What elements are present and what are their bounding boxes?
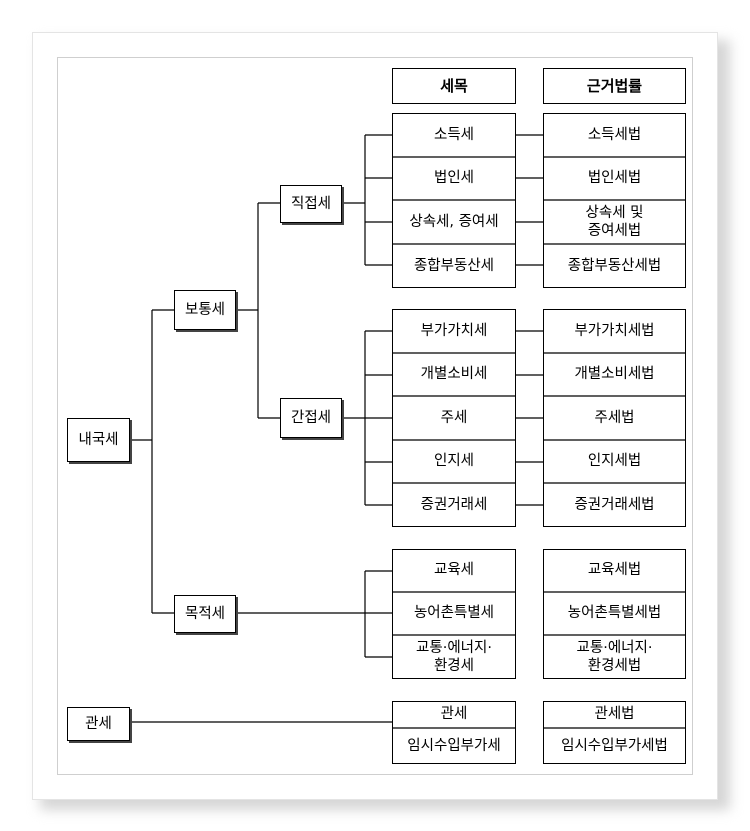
purpose-law-item: 교육세법 bbox=[543, 549, 686, 592]
purpose-law-group bbox=[543, 549, 686, 679]
customs-tax-group bbox=[392, 701, 516, 764]
customs-law-item-label: 임시수입부가세법 bbox=[561, 737, 668, 754]
purpose-law-item-label: 교육세법 bbox=[587, 562, 642, 579]
indirect-law-item: 개별소비세법 bbox=[543, 353, 686, 396]
indirect-tax-item-label: 개별소비세 bbox=[420, 366, 488, 383]
direct-tax-item: 종합부동산세 bbox=[392, 244, 516, 288]
node-domestic-tax: 내국세 bbox=[67, 418, 130, 462]
customs-law-item: 임시수입부가세법 bbox=[543, 728, 686, 764]
indirect-law-item: 증권거래세법 bbox=[543, 483, 686, 527]
purpose-tax-item: 교통·에너지· 환경세 bbox=[392, 635, 516, 679]
purpose-law-item-label: 교통·에너지· 환경세법 bbox=[576, 639, 653, 674]
indirect-tax-item: 증권거래세 bbox=[392, 483, 516, 527]
indirect-tax-group bbox=[392, 309, 516, 527]
node-domestic-tax-label: 내국세 bbox=[78, 431, 119, 448]
direct-law-item: 법인세법 bbox=[543, 157, 686, 200]
purpose-law-item-label: 농어촌특별세법 bbox=[567, 605, 662, 622]
indirect-law-item-label: 주세법 bbox=[594, 409, 635, 426]
direct-tax-item-label: 소득세 bbox=[433, 126, 475, 143]
direct-law-item: 소득세법 bbox=[543, 113, 686, 157]
direct-tax-item: 소득세 bbox=[392, 113, 516, 157]
purpose-tax-item: 농어촌특별세 bbox=[392, 592, 516, 635]
direct-tax-item-label: 상속세, 증여세 bbox=[409, 213, 499, 230]
customs-tax-item: 임시수입부가세 bbox=[392, 728, 516, 764]
direct-law-item-label: 법인세법 bbox=[587, 170, 642, 187]
purpose-tax-item-label: 교통·에너지· 환경세 bbox=[416, 639, 492, 674]
node-indirect-tax: 간접세 bbox=[280, 398, 342, 438]
indirect-law-item: 인지세법 bbox=[543, 440, 686, 483]
header-basis-law-label: 근거법률 bbox=[586, 76, 643, 95]
indirect-tax-item: 부가가치세 bbox=[392, 309, 516, 353]
direct-tax-item-label: 종합부동산세 bbox=[413, 257, 495, 274]
node-ordinary-tax-label: 보통세 bbox=[184, 301, 226, 318]
direct-law-item-label: 소득세법 bbox=[587, 126, 642, 143]
customs-tax-item: 관세 bbox=[392, 701, 516, 728]
direct-law-item-label: 종합부동산세법 bbox=[567, 257, 662, 274]
direct-tax-item-label: 법인세 bbox=[433, 170, 475, 187]
purpose-law-item: 교통·에너지· 환경세법 bbox=[543, 635, 686, 679]
direct-law-item-label: 상속세 및 증여세법 bbox=[585, 204, 644, 239]
purpose-tax-item-label: 농어촌특별세 bbox=[413, 605, 495, 622]
indirect-law-item: 주세법 bbox=[543, 396, 686, 440]
purpose-law-item: 농어촌특별세법 bbox=[543, 592, 686, 635]
header-tax-item-label: 세목 bbox=[440, 76, 468, 95]
indirect-law-item-label: 인지세법 bbox=[587, 453, 642, 470]
purpose-tax-item-label: 교육세 bbox=[433, 562, 475, 579]
indirect-tax-item-label: 부가가치세 bbox=[420, 322, 488, 339]
node-direct-tax-label: 직접세 bbox=[290, 195, 332, 212]
header-basis-law: 근거법률 bbox=[543, 68, 686, 104]
node-purpose-tax-label: 목적세 bbox=[184, 605, 226, 622]
direct-tax-item: 상속세, 증여세 bbox=[392, 200, 516, 244]
customs-tax-item-label: 관세 bbox=[440, 706, 468, 723]
node-indirect-tax-label: 간접세 bbox=[290, 409, 332, 426]
indirect-law-item: 부가가치세법 bbox=[543, 309, 686, 353]
indirect-tax-item: 개별소비세 bbox=[392, 353, 516, 396]
direct-tax-item: 법인세 bbox=[392, 157, 516, 200]
customs-law-group bbox=[543, 701, 686, 764]
node-customs-tax: 관세 bbox=[67, 707, 130, 741]
direct-law-item: 종합부동산세법 bbox=[543, 244, 686, 288]
indirect-law-item-label: 부가가치세법 bbox=[574, 322, 655, 339]
indirect-tax-item: 주세 bbox=[392, 396, 516, 440]
purpose-tax-item: 교육세 bbox=[392, 549, 516, 592]
customs-law-item: 관세법 bbox=[543, 701, 686, 728]
indirect-law-group bbox=[543, 309, 686, 527]
node-customs-tax-label: 관세 bbox=[85, 715, 112, 732]
customs-tax-item-label: 임시수입부가세 bbox=[407, 737, 501, 754]
indirect-law-item-label: 증권거래세법 bbox=[574, 496, 655, 513]
node-ordinary-tax: 보통세 bbox=[174, 290, 236, 330]
header-tax-item: 세목 bbox=[392, 68, 516, 104]
node-purpose-tax: 목적세 bbox=[174, 595, 236, 633]
purpose-tax-group bbox=[392, 549, 516, 679]
indirect-tax-item-label: 증권거래세 bbox=[420, 496, 488, 513]
indirect-tax-item: 인지세 bbox=[392, 440, 516, 483]
indirect-law-item-label: 개별소비세법 bbox=[574, 366, 655, 383]
node-direct-tax: 직접세 bbox=[280, 185, 342, 223]
indirect-tax-item-label: 인지세 bbox=[433, 453, 475, 470]
direct-law-item: 상속세 및 증여세법 bbox=[543, 200, 686, 244]
indirect-tax-item-label: 주세 bbox=[440, 409, 468, 426]
customs-law-item-label: 관세법 bbox=[594, 706, 635, 723]
